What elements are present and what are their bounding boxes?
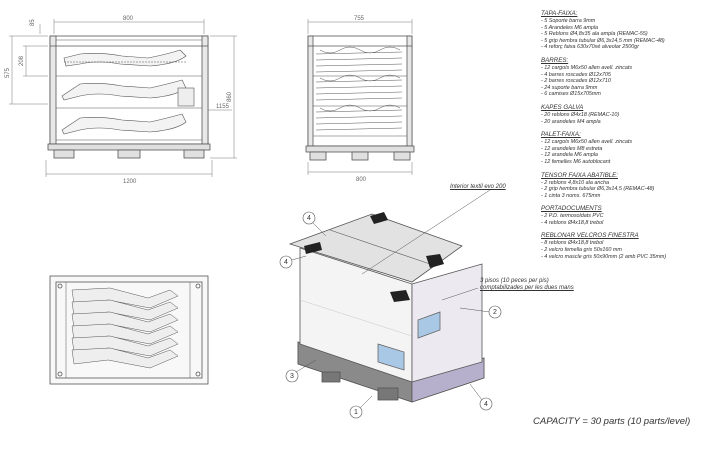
callout-4-top-label: 4 bbox=[307, 215, 311, 222]
callout-4-bottom bbox=[479, 397, 493, 411]
dim-860: 860 bbox=[227, 91, 233, 102]
notes-item: - 20 reblons Ø4x18 (REMAC-10) bbox=[541, 111, 620, 118]
callout-4-left bbox=[279, 255, 293, 269]
notes-section-title: PALET-FAIXA: bbox=[541, 131, 581, 139]
notes-item: - 12 arandeles M8 estreta bbox=[541, 145, 603, 152]
floors-label-2: comptabilizades per les dues mans bbox=[480, 285, 574, 291]
callout-1-label: 1 bbox=[354, 409, 358, 416]
isometric-view bbox=[288, 212, 485, 403]
notes-section-title: TAPA-FAIXA: bbox=[541, 10, 578, 17]
notes-item: - 2 reblons 4,8x10 ala ancha bbox=[541, 179, 610, 186]
callout-4-top bbox=[302, 211, 316, 225]
side-view-outline bbox=[307, 35, 413, 147]
notes-item: - 4 velcro mascle gris 50x90mm (2 amb PV… bbox=[541, 253, 667, 260]
interior-label: Interior textil evo 200 bbox=[450, 184, 506, 190]
box-side-face bbox=[411, 263, 483, 383]
notes-item: - 12 femelles M6 autoblocant bbox=[541, 158, 611, 165]
notes-item: - 5 Arandeles M6 ampla bbox=[541, 24, 599, 31]
callout-3 bbox=[285, 369, 299, 383]
notes-item: - 5 Reblons Ø4,8x35 ala ampla (REMAC-55) bbox=[541, 31, 648, 38]
bill-of-materials: TAPA-FAIXA: - 5 Soporte barra 9mm - 5 Ar… bbox=[541, 10, 716, 266]
dim-width-800: 800 bbox=[123, 16, 134, 22]
notes-section: TAPA-FAIXA: - 5 Soporte barra 9mm - 5 Ar… bbox=[541, 10, 716, 51]
notes-item: - 2 velcro femella gris 50x160 mm bbox=[541, 247, 622, 254]
dim-1155: 1155 bbox=[216, 104, 230, 110]
callout-4-bottom-label: 4 bbox=[484, 401, 488, 408]
leader-floors bbox=[441, 287, 479, 301]
callout-4-left-label: 4 bbox=[284, 259, 288, 266]
dim-side-800: 800 bbox=[356, 177, 367, 183]
notes-section: REBLONAR VELCROS FINESTRA - 8 reblons Ø4… bbox=[541, 232, 716, 260]
dim-208: 208 bbox=[19, 55, 25, 66]
notes-item: - 2 P.D. termosoldats PVC bbox=[541, 213, 604, 220]
callout-3-label: 3 bbox=[290, 373, 294, 380]
capacity-label: CAPACITY = 30 parts (10 parts/level) bbox=[533, 416, 691, 427]
document-pocket-side bbox=[417, 311, 441, 339]
dim-575: 575 bbox=[5, 67, 11, 78]
notes-item: - 1 cinta 3 noms. 675mm bbox=[541, 192, 601, 199]
side-view bbox=[305, 35, 415, 161]
notes-item: - 2 grip hembra tubular Ø6,3x14,5 (REMAC… bbox=[541, 186, 655, 193]
notes-item: - 4 barres roscades Ø12x705 bbox=[541, 71, 611, 78]
notes-item: - 5 Soporte barra 9mm bbox=[541, 18, 596, 24]
notes-section-title: TENSOR FAIXA ABATIBLE: bbox=[541, 171, 619, 179]
notes-item: - 8 reblons Ø4x18,8 trebol bbox=[541, 240, 604, 247]
notes-section: BARRES: - 12 cargols M6x50 allen avell. … bbox=[541, 57, 716, 98]
notes-section: PALET-FAIXA: - 12 cargols M6x50 allen av… bbox=[541, 131, 716, 165]
notes-item: - 2 barres roscades Ø12x710 bbox=[541, 78, 611, 85]
leader-interior bbox=[361, 189, 491, 275]
notes-item: - 20 arandeles M4 ampla bbox=[541, 118, 601, 125]
notes-section: TENSOR FAIXA ABATIBLE: - 2 reblons 4,8x1… bbox=[541, 172, 716, 200]
notes-item: - 6 camises Ø15x705mm bbox=[541, 91, 601, 98]
top-view bbox=[49, 275, 209, 385]
callout-2-label: 2 bbox=[493, 309, 497, 316]
notes-item: - 24 suporte barra 9mm bbox=[541, 84, 598, 91]
dim-1200: 1200 bbox=[123, 179, 137, 185]
notes-item: - 4 reblons Ø4x18,8 trebol bbox=[541, 219, 604, 226]
floors-label-1: 3 pisos (10 peces per pis) bbox=[480, 278, 549, 284]
notes-item: - 12 cargols M6x50 allen avell. zincats bbox=[541, 64, 633, 71]
notes-section-title: KAPES GALVA bbox=[541, 103, 584, 111]
notes-section-title: PORTADOCUMENTS bbox=[541, 205, 602, 213]
dim-85: 85 bbox=[30, 19, 36, 26]
notes-item: - 4 reforç faixa 630x70xé alveolar 2500g… bbox=[541, 44, 639, 51]
notes-item: - 5 grip hembra tubular Ø6,3x14,5 mm (RE… bbox=[541, 37, 665, 44]
notes-section-title: BARRES: bbox=[541, 56, 569, 64]
callout-1 bbox=[349, 405, 363, 419]
notes-item: - 12 cargols M6x50 allen avell. zincats bbox=[541, 139, 633, 146]
notes-section: KAPES GALVA - 20 reblons Ø4x18 (REMAC-10… bbox=[541, 104, 716, 125]
front-view bbox=[47, 35, 211, 159]
dim-755: 755 bbox=[354, 16, 365, 22]
notes-section-title: REBLONAR VELCROS FINESTRA bbox=[541, 232, 639, 240]
notes-item: - 12 arandela M6 ampla bbox=[541, 152, 598, 159]
notes-section: PORTADOCUMENTS - 2 P.D. termosoldats PVC… bbox=[541, 205, 716, 226]
document-pocket-front bbox=[377, 343, 405, 371]
callout-2 bbox=[488, 305, 502, 319]
